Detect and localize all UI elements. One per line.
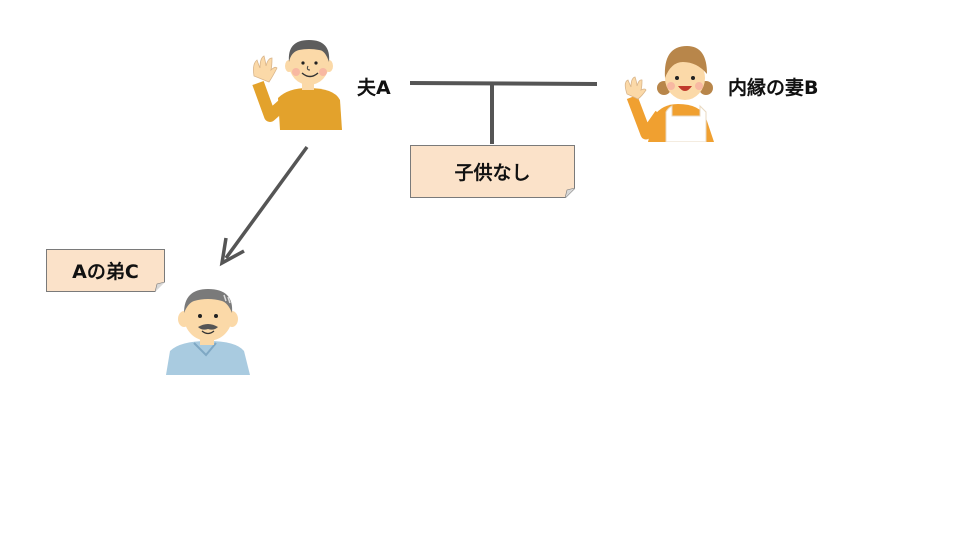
older-man-mustache-icon <box>166 289 250 375</box>
husband-label: 夫A <box>357 77 391 99</box>
sibling-arrow <box>219 145 309 267</box>
no-children-note: 子供なし <box>410 145 575 198</box>
man-waving-icon <box>252 40 342 130</box>
marriage-line <box>409 81 598 86</box>
brother-label: Aの弟C <box>72 261 139 283</box>
page-fold-icon <box>565 188 575 198</box>
brother-note: Aの弟C <box>46 249 165 292</box>
woman-apron-waving-icon <box>624 46 714 142</box>
no-children-text: 子供なし <box>454 162 531 184</box>
page-fold-icon <box>155 282 165 292</box>
wife-label: 内縁の妻B <box>728 77 819 99</box>
